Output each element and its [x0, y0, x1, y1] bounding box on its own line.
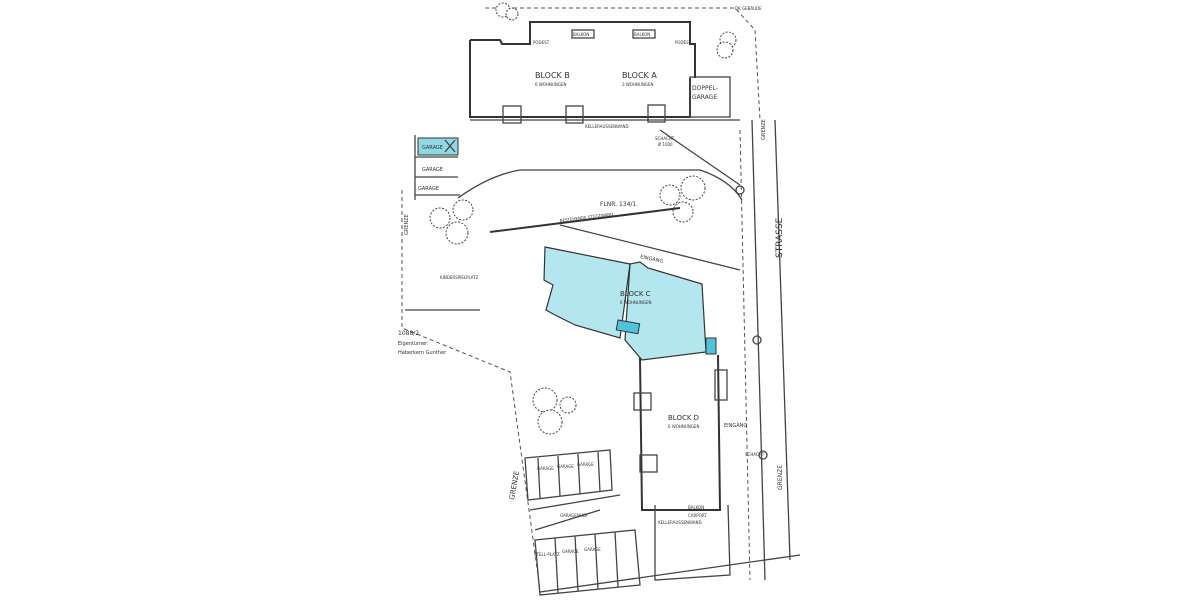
doppelgarage-label-2: GARAGE	[692, 94, 717, 101]
garage-label-c3: GARAGE	[577, 462, 594, 467]
balkon-label-d: BALKON	[688, 505, 704, 510]
flnr-label: FLNR. 134/1	[600, 201, 637, 208]
kellerausgenwand-label-d: KELLERAUSSENWAND	[658, 520, 702, 525]
garage-label-c4: GARAGE	[562, 549, 579, 554]
garage-court	[524, 449, 641, 596]
carport-label: CARPORT	[688, 513, 707, 518]
garage-label-c2: GARAGE	[557, 464, 574, 469]
cross-mark	[444, 139, 456, 153]
schacht-label-d: SCHACHT	[745, 452, 765, 457]
grenze-label-left: GRENZE	[404, 214, 410, 235]
podest-label-2: PODEST	[675, 40, 692, 45]
parcel-number: 1088/2	[398, 330, 419, 337]
garage-row	[414, 135, 460, 200]
block-b-units: 6 WOHNUNGEN	[535, 82, 566, 87]
block-d-building	[633, 354, 731, 581]
garage-label-2: GARAGE	[422, 167, 443, 173]
eingang-label: EINGANG	[640, 254, 664, 265]
block-a-units: 3 WOHNUNGEN	[622, 82, 653, 87]
balkon-label-2: BALKON	[634, 32, 650, 37]
schacht-label: SCHACHT	[655, 136, 675, 141]
path	[659, 129, 741, 186]
bottom-boundary	[539, 554, 801, 593]
garage-label-c1: GARAGE	[537, 466, 554, 471]
garage-label-c5: GARAGE	[584, 547, 601, 552]
block-c-label: BLOCK C	[620, 290, 651, 298]
kellerausgenwand-label: KELLERAUSSENWAND	[585, 124, 629, 129]
dk-label: DK GEBÄUDE	[735, 6, 762, 11]
garage-highlighted	[417, 137, 459, 156]
schacht-dim: Ø 1000	[658, 142, 673, 147]
owner-name: Haberkern Gunther	[398, 350, 447, 356]
block-c-building	[543, 246, 717, 361]
block-d-units: 6 WOHNUNGEN	[668, 424, 699, 429]
tree-group-top	[495, 2, 737, 59]
block-a-label: BLOCK A	[622, 71, 657, 80]
kinderspielplatz-label: KINDERSPIELPLATZ	[440, 275, 479, 280]
access-line	[559, 224, 741, 271]
garage-label-3: GARAGE	[418, 186, 439, 192]
stuetzwand-label: BESTEHENDE STÜTZWAND	[560, 211, 614, 223]
trees	[429, 175, 706, 435]
garage-label-1: GARAGE	[422, 145, 443, 151]
stellplatz-label: STELL-PLATZ	[534, 552, 560, 557]
block-b-label: BLOCK B	[535, 71, 570, 80]
grenze-line-left	[401, 190, 541, 591]
block-a-b-building	[469, 21, 740, 124]
doppelgarage-label-1: DOPPEL-	[692, 85, 718, 92]
street	[735, 119, 791, 581]
grenze-label-top-right: GRENZE	[761, 119, 767, 140]
block-c-units: 6 WOHNUNGEN	[620, 300, 651, 305]
driveway	[457, 169, 743, 201]
strasse-label: STRASSE	[775, 217, 785, 258]
owner-label: Eigentümer:	[398, 341, 429, 347]
garagenhof-label: GARAGENHOF	[560, 513, 589, 518]
top-fence	[485, 7, 761, 121]
balkon-label: BALKON	[573, 32, 589, 37]
podest-label: PODEST	[533, 40, 550, 45]
grenze-label-right: GRENZE	[777, 465, 784, 490]
block-d-label: BLOCK D	[668, 414, 699, 422]
stuetzwand	[489, 207, 681, 233]
grenze-label-bottom-left: GRENZE	[508, 470, 521, 500]
eingang-label-d: EINGANG	[724, 423, 747, 429]
